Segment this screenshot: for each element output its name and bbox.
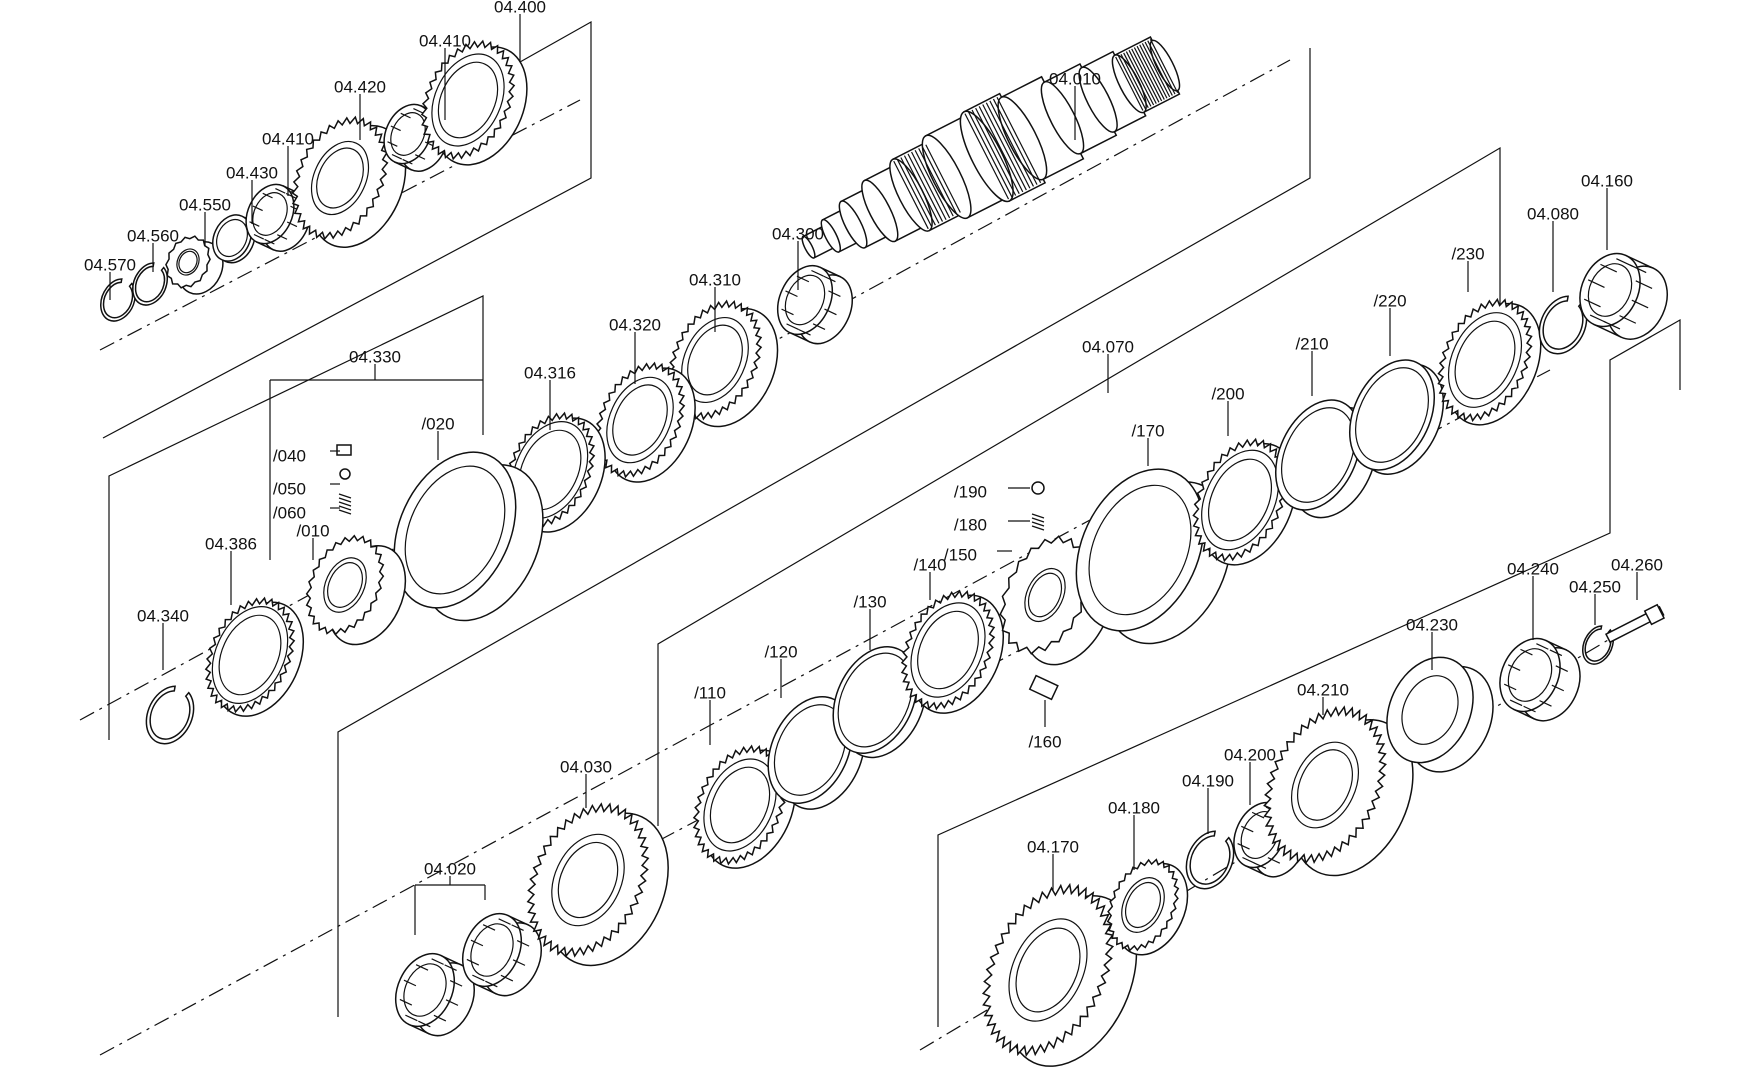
ring-220 xyxy=(1348,359,1445,475)
callout-label: 04.030 xyxy=(560,757,612,776)
sync-ring-04-320 xyxy=(594,361,696,483)
callout-label: 04.070 xyxy=(1082,337,1134,356)
callout-labels: 04.40004.41004.42004.41004.43004.55004.5… xyxy=(84,0,1663,878)
group-frame-5 xyxy=(937,318,1681,1027)
snap-ring-04-190 xyxy=(1185,830,1235,890)
callout-label: 04.410 xyxy=(262,129,314,148)
callout-label: 04.180 xyxy=(1108,798,1160,817)
callout-label: /210 xyxy=(1295,334,1328,353)
gear-04-170 xyxy=(981,882,1138,1067)
callout-label: /120 xyxy=(764,642,797,661)
callout-label: /110 xyxy=(694,683,726,702)
snap-ring-04-080 xyxy=(1538,295,1588,355)
callout-label: /150 xyxy=(944,545,977,564)
snap-ring-04-570 xyxy=(100,278,136,322)
group-frames xyxy=(102,20,1681,1027)
pin-04-260 xyxy=(1604,603,1666,644)
callout-label: 04.430 xyxy=(226,163,278,182)
callout-label: 04.420 xyxy=(334,77,386,96)
callout-label: 04.386 xyxy=(205,534,257,553)
snap-ring-04-250 xyxy=(1582,625,1614,665)
hub-010 xyxy=(305,534,407,646)
group-frame-3 xyxy=(337,48,1311,1017)
gear-04-030 xyxy=(526,802,669,967)
ball-190 xyxy=(1031,481,1045,495)
callout-label: /050 xyxy=(273,479,306,498)
block-160 xyxy=(1028,674,1059,701)
callout-label: 04.570 xyxy=(84,255,136,274)
callout-label: /190 xyxy=(954,482,987,501)
bearing-04-300 xyxy=(776,264,853,345)
gear-hub-04-550 xyxy=(165,235,224,295)
ball-050 xyxy=(339,468,351,480)
callout-label: 04.020 xyxy=(424,859,476,878)
callout-label: /180 xyxy=(954,515,987,534)
callout-label: 04.330 xyxy=(349,347,401,366)
group-frame-1 xyxy=(102,20,592,439)
bearing-04-160 xyxy=(1579,252,1668,340)
group-frame-2 xyxy=(108,295,484,740)
callout-label: 04.250 xyxy=(1569,577,1621,596)
callout-label: /040 xyxy=(273,446,306,465)
callout-label: /200 xyxy=(1211,384,1244,403)
callout-label: /230 xyxy=(1451,244,1484,263)
gear-04-210 xyxy=(1263,705,1414,877)
callout-label: 04.300 xyxy=(772,224,824,243)
callout-label: 04.210 xyxy=(1297,680,1349,699)
callout-label: /010 xyxy=(296,521,329,540)
callout-label: 04.340 xyxy=(137,606,189,625)
callout-label: 04.240 xyxy=(1507,559,1559,578)
callout-label: 04.316 xyxy=(524,363,576,382)
callout-label: 04.560 xyxy=(127,226,179,245)
callout-label: /140 xyxy=(913,555,946,574)
callout-label: /130 xyxy=(853,592,886,611)
bearing-04-230 xyxy=(1386,656,1494,773)
parts xyxy=(100,36,1668,1067)
ring-130 xyxy=(832,646,927,759)
callout-label: 04.260 xyxy=(1611,555,1663,574)
sync-ring-230 xyxy=(1437,297,1542,426)
ring-04-430 xyxy=(212,214,256,264)
snap-ring-04-340 xyxy=(145,685,195,745)
sleeve-020 xyxy=(393,451,544,622)
sync-ring-04-386 xyxy=(204,596,305,717)
leader-lines xyxy=(109,14,1638,935)
callout-label: 04.410 xyxy=(419,31,471,50)
callout-label: 04.230 xyxy=(1406,615,1458,634)
callout-label: 04.080 xyxy=(1527,204,1579,223)
axis-line-3 xyxy=(99,519,1091,1056)
sync-ring-200 xyxy=(1192,437,1297,566)
callout-label: 04.400 xyxy=(494,0,546,16)
callout-label: 04.170 xyxy=(1027,837,1079,856)
callout-label: /060 xyxy=(273,503,306,522)
callout-label: /160 xyxy=(1028,732,1061,751)
callout-label: 04.200 xyxy=(1224,745,1276,764)
callout-label: 04.310 xyxy=(689,270,741,289)
callout-label: 04.190 xyxy=(1182,771,1234,790)
callout-label: 04.160 xyxy=(1581,171,1633,190)
callout-label: /220 xyxy=(1373,291,1406,310)
snap-ring-04-560 xyxy=(132,262,168,306)
callout-label: 04.550 xyxy=(179,195,231,214)
callout-label: /020 xyxy=(421,414,454,433)
callout-label: 04.010 xyxy=(1049,69,1101,88)
bearing-04-020-lower xyxy=(394,952,475,1037)
gear-04-420 xyxy=(291,115,407,248)
callout-label: /170 xyxy=(1131,421,1164,440)
main-shaft-04-010 xyxy=(801,36,1181,259)
bearing-04-240 xyxy=(1499,637,1581,722)
spring-060 xyxy=(338,493,352,515)
spring-180 xyxy=(1031,513,1045,531)
group-frame-4 xyxy=(657,146,1501,826)
sync-ring-140 xyxy=(900,589,1005,714)
bearing-04-410-lower xyxy=(245,183,311,252)
detent-040 xyxy=(336,444,352,456)
gear-04-180 xyxy=(1106,858,1189,956)
callout-label: 04.320 xyxy=(609,315,661,334)
bearing-04-020-upper xyxy=(461,912,542,997)
